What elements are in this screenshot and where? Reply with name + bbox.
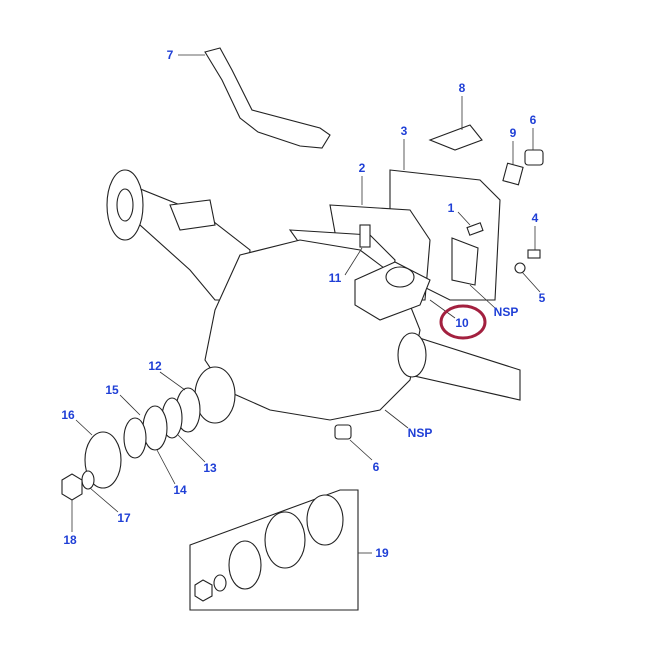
bracket-part-nsp [451, 237, 479, 286]
nut-part-18 [61, 473, 83, 501]
callout-18[interactable]: 18 [63, 533, 77, 547]
bolt-part-11 [359, 224, 371, 248]
callout-6-lower[interactable]: 6 [372, 460, 380, 474]
callout-6-upper[interactable]: 6 [529, 113, 537, 127]
washer-part-5 [514, 262, 526, 274]
callout-13[interactable]: 13 [203, 461, 217, 475]
clip-part-9 [502, 162, 524, 186]
callout-19[interactable]: 19 [375, 546, 389, 560]
callout-9[interactable]: 9 [509, 126, 517, 140]
callout-2[interactable]: 2 [358, 161, 366, 175]
spring-seat [169, 199, 216, 231]
callout-10[interactable]: 10 [455, 316, 469, 330]
washer-part-15 [123, 417, 147, 459]
callout-5[interactable]: 5 [538, 291, 546, 305]
flange-left [106, 169, 144, 241]
bracket-part-7 [204, 47, 331, 149]
callout-16[interactable]: 16 [61, 408, 75, 422]
callout-14[interactable]: 14 [173, 483, 187, 497]
washer-part-17 [81, 470, 95, 490]
callout-12[interactable]: 12 [148, 359, 162, 373]
callout-15[interactable]: 15 [105, 383, 119, 397]
bolt-part-4 [527, 249, 541, 259]
callout-11[interactable]: 11 [328, 271, 342, 285]
callout-17[interactable]: 17 [117, 511, 131, 525]
callout-nsp-lower: NSP [407, 426, 433, 440]
shim-part-14 [142, 405, 168, 451]
kit-box-19 [189, 489, 359, 611]
callout-4[interactable]: 4 [531, 211, 539, 225]
callout-7[interactable]: 7 [166, 48, 174, 62]
callout-1[interactable]: 1 [447, 201, 455, 215]
axle-tube-right [409, 334, 521, 401]
bracket-part-8 [428, 124, 483, 151]
plug-part-6-lower [334, 424, 352, 440]
flange-part-16 [84, 431, 122, 489]
plug-part-6-upper [524, 149, 544, 166]
highlight-circle [439, 304, 487, 340]
leader-lines [71, 54, 541, 554]
callout-8[interactable]: 8 [458, 81, 466, 95]
callout-3[interactable]: 3 [400, 124, 408, 138]
bolt-part-1 [466, 222, 484, 236]
callout-nsp-upper: NSP [493, 305, 519, 319]
